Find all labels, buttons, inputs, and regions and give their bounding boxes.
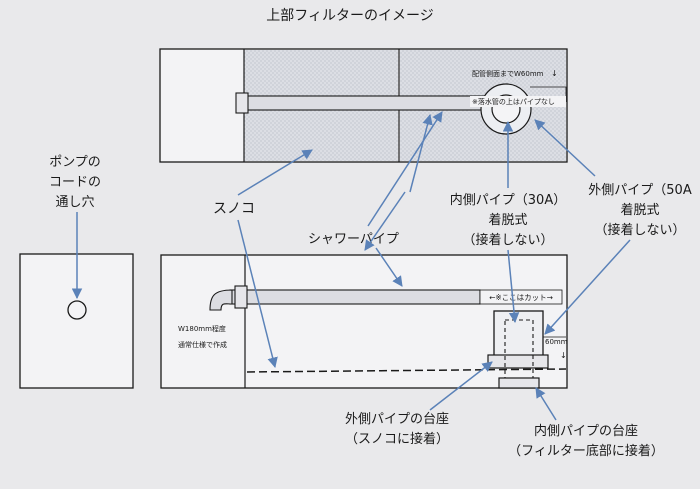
side-pipe-elbow xyxy=(209,289,233,311)
top-note-no-pipe-bg xyxy=(470,96,566,107)
arrow-outer-pipe-to-top xyxy=(534,119,596,177)
pump-cord-label-line3: 通し穴 xyxy=(55,195,94,210)
inner-pipe-label-line3: （接着しない） xyxy=(462,232,553,248)
outer-base-label-line1: 外側パイプの台座 xyxy=(345,412,449,427)
side-shower-pipe xyxy=(229,289,481,305)
arrow-sunoko-to-side xyxy=(237,219,278,369)
arrow-sunoko-center-side xyxy=(364,191,406,251)
pump-cord-label-line1: ポンプの xyxy=(49,155,101,170)
outer-base-label-line2: （スノコに接着） xyxy=(345,431,449,447)
arrow-inner-pipe-to-side xyxy=(507,249,520,324)
diagram-title: 上部フィルターのイメージ xyxy=(266,8,433,24)
callout-arrows xyxy=(237,111,631,421)
top-note-w60-arrow: ↓ xyxy=(551,69,558,78)
side-view: ←※ここはカット→ W180mm程度 通常仕様で作成 60mm ↓ xyxy=(160,254,568,389)
arrow-shower-to-top xyxy=(367,111,443,227)
pump-cord-hole xyxy=(67,300,87,320)
top-pipe-end-cap xyxy=(235,92,249,114)
inner-base-label-line2: （フィルター底部に接着） xyxy=(508,443,664,459)
arrow-outer-pipe-to-side xyxy=(544,239,631,335)
arrow-sunoko-center-top xyxy=(409,113,433,193)
side-inner-pipe-base xyxy=(498,377,540,389)
arrow-shower-to-side xyxy=(375,247,403,287)
inner-pipe-label-line2: 着脱式 xyxy=(488,212,527,228)
arrow-sunoko-to-top xyxy=(237,149,313,196)
sunoko-dashed-line xyxy=(246,368,567,373)
side-pipe-end-cap xyxy=(234,285,248,309)
top-shower-pipe xyxy=(245,95,509,111)
spec-line-2: 通常仕様で作成 xyxy=(178,340,227,349)
top-note-no-pipe: ※落水管の上はパイプなし xyxy=(472,97,555,106)
pump-cord-hole-view: ポンプの コードの 通し穴 xyxy=(19,155,134,389)
pump-cord-label-line2: コードの xyxy=(49,175,101,190)
outer-pipe-label-line2: 着脱式 xyxy=(620,202,659,218)
cut-note: ←※ここはカット→ xyxy=(489,293,553,302)
dim-60mm: 60mm xyxy=(545,338,568,346)
outer-pipe-label-line3: （接着しない） xyxy=(594,222,685,238)
top-view: 配管側面までW60mm ↓ ※落水管の上はパイプなし xyxy=(159,48,568,163)
cut-note-box xyxy=(479,289,563,305)
top-note-w60: 配管側面までW60mm xyxy=(472,69,544,78)
arrow-outer-base xyxy=(429,361,493,411)
outer-pipe-label-line1: 外側パイプ（50A xyxy=(588,183,692,198)
dim-60mm-arrow: ↓ xyxy=(560,351,567,360)
inner-pipe-label-line1: 内側パイプ（30A） xyxy=(450,192,566,208)
inner-base-label-line1: 内側パイプの台座 xyxy=(534,423,638,439)
sunoko-label: スノコ xyxy=(213,201,255,217)
spec-line-1: W180mm程度 xyxy=(178,324,226,333)
shower-pipe-label: シャワーパイプ xyxy=(308,232,399,247)
side-outer-pipe-base xyxy=(487,354,549,369)
arrow-inner-base xyxy=(535,387,557,421)
